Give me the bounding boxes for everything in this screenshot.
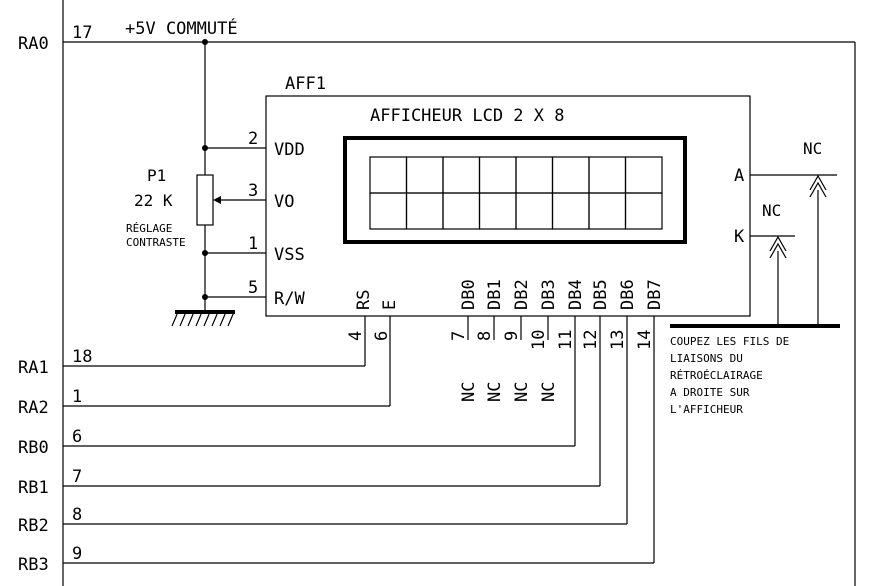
lcd-char-cell bbox=[624, 156, 663, 194]
pin-name-db0: DB0 bbox=[459, 279, 479, 310]
nc-label-db1: NC bbox=[485, 382, 505, 402]
port-rb1-pin: 7 bbox=[72, 467, 82, 487]
pin-name-db7: DB7 bbox=[645, 279, 665, 310]
lcd-char-cell bbox=[478, 192, 517, 230]
port-ra1: RA1 bbox=[18, 358, 49, 378]
lcd-char-cell bbox=[478, 156, 517, 194]
lcd-char-cell bbox=[551, 156, 590, 194]
port-rb3: RB3 bbox=[18, 555, 49, 575]
backlight-nc-k: NC bbox=[762, 201, 781, 220]
pin-num-db6: 13 bbox=[608, 330, 628, 350]
lcd-char-cell bbox=[369, 192, 408, 230]
pin-num-db3: 10 bbox=[529, 330, 549, 350]
warning-line-1: COUPEZ LES FILS DE bbox=[670, 335, 789, 348]
port-ra1-pin: 18 bbox=[72, 347, 92, 367]
pot-note-2: CONTRASTE bbox=[126, 236, 186, 249]
pin-name-rw: R/W bbox=[274, 289, 305, 309]
pin-name-db5: DB5 bbox=[591, 279, 611, 310]
pin-num-db0: 7 bbox=[449, 331, 469, 341]
pin-name-db2: DB2 bbox=[512, 279, 532, 310]
pin-num-db7: 14 bbox=[635, 330, 655, 350]
pin-num-db1: 8 bbox=[475, 331, 495, 341]
pin-name-vo: VO bbox=[274, 192, 294, 212]
nc-arrow-a-icon bbox=[809, 174, 827, 325]
lcd-char-cell bbox=[369, 156, 408, 194]
backlight-k-label: K bbox=[734, 227, 745, 247]
warning-line-4: A DROITE SUR bbox=[670, 386, 750, 399]
lcd-char-cell bbox=[405, 156, 444, 194]
port-ra0-pin: 17 bbox=[72, 23, 92, 43]
lcd-character-grid bbox=[369, 156, 663, 230]
nc-label-db3: NC bbox=[539, 382, 559, 402]
lcd-char-cell bbox=[405, 192, 444, 230]
pin-num-rw: 5 bbox=[248, 278, 258, 298]
pin-num-vdd: 2 bbox=[248, 129, 258, 149]
pin-name-e: E bbox=[380, 300, 400, 310]
pin-name-vdd: VDD bbox=[274, 140, 305, 160]
pin-name-db3: DB3 bbox=[539, 279, 559, 310]
warning-line-5: L'AFFICHEUR bbox=[670, 403, 743, 416]
nc-label-db0: NC bbox=[459, 382, 479, 402]
wiper-arrow-icon bbox=[213, 196, 221, 204]
nc-label-db2: NC bbox=[512, 382, 532, 402]
ground-icon bbox=[171, 298, 235, 327]
pin-num-vss: 1 bbox=[248, 234, 258, 254]
port-ra0: RA0 bbox=[18, 34, 49, 54]
pin-name-db6: DB6 bbox=[618, 279, 638, 310]
data-pin-nc-labels: NC NC NC NC bbox=[459, 382, 559, 402]
warning-line-3: RÉTROÉCLAIRAGE bbox=[670, 369, 763, 382]
pot-value: 22 K bbox=[134, 191, 173, 210]
port-ra2-pin: 1 bbox=[72, 387, 82, 407]
lcd-char-cell bbox=[588, 192, 627, 230]
port-rb1: RB1 bbox=[18, 478, 49, 498]
pin-num-rs: 4 bbox=[346, 331, 366, 341]
lcd-char-cell bbox=[515, 192, 554, 230]
pin-num-db4: 11 bbox=[556, 330, 576, 350]
pin-name-db1: DB1 bbox=[485, 279, 505, 310]
pot-ref: P1 bbox=[147, 166, 166, 185]
pin-num-db5: 12 bbox=[581, 330, 601, 350]
lcd-char-cell bbox=[515, 156, 554, 194]
warning-line-2: LIAISONS DU bbox=[670, 352, 743, 365]
port-rb3-pin: 9 bbox=[72, 544, 82, 564]
pin-num-db2: 9 bbox=[502, 331, 522, 341]
pin-name-vss: VSS bbox=[274, 245, 305, 265]
nc-arrow-k-icon bbox=[769, 235, 787, 325]
lcd-module bbox=[265, 95, 751, 317]
lcd-char-cell bbox=[442, 192, 481, 230]
backlight-nc-a: NC bbox=[803, 139, 822, 158]
lcd-char-cell bbox=[442, 156, 481, 194]
potentiometer-body bbox=[196, 174, 214, 226]
pin-num-vo: 3 bbox=[248, 181, 258, 201]
port-rb0: RB0 bbox=[18, 438, 49, 458]
pin-name-rs: RS bbox=[354, 290, 374, 310]
port-rb2: RB2 bbox=[18, 516, 49, 536]
component-ref: AFF1 bbox=[285, 74, 326, 94]
supply-label: +5V COMMUTÉ bbox=[125, 17, 238, 39]
port-rb2-pin: 8 bbox=[72, 505, 82, 525]
pot-note-1: RÉGLAGE bbox=[126, 222, 172, 235]
lcd-char-cell bbox=[588, 156, 627, 194]
port-rb0-pin: 6 bbox=[72, 427, 82, 447]
lcd-title: AFFICHEUR LCD 2 X 8 bbox=[370, 106, 564, 126]
lcd-char-cell bbox=[624, 192, 663, 230]
lcd-screen bbox=[343, 136, 687, 244]
pin-name-db4: DB4 bbox=[566, 279, 586, 310]
port-ra2: RA2 bbox=[18, 398, 49, 418]
lcd-char-cell bbox=[551, 192, 590, 230]
pin-num-e: 6 bbox=[372, 331, 392, 341]
backlight-a-label: A bbox=[734, 166, 744, 186]
